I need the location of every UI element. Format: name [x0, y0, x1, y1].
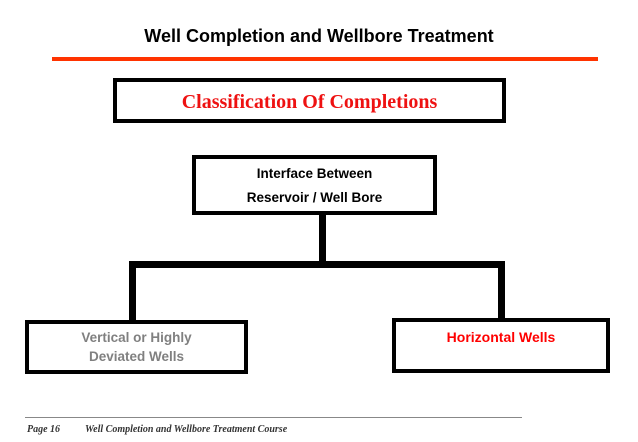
footer-divider-rule	[25, 417, 522, 418]
vertical-deviated-wells-box: Vertical or Highly Deviated Wells	[25, 320, 248, 374]
vertical-deviated-wells-label-line1: Vertical or Highly	[81, 330, 192, 345]
classification-box: Classification Of Completions	[113, 78, 506, 123]
interface-box-label-line2: Reservoir / Well Bore	[246, 190, 383, 205]
connector-horizontal-bar	[129, 261, 505, 268]
footer-course-label: Well Completion and Wellbore Treatment C…	[85, 424, 288, 435]
footer-page-number: Page 16	[27, 424, 61, 435]
classification-box-label: Classification Of Completions	[181, 91, 438, 113]
horizontal-wells-label: Horizontal Wells	[446, 329, 556, 345]
connector-drop-right	[498, 261, 505, 321]
horizontal-wells-box: Horizontal Wells	[392, 318, 610, 373]
title-divider-rule	[52, 57, 598, 61]
connector-drop-left	[129, 261, 136, 323]
vertical-deviated-wells-label-line2: Deviated Wells	[88, 349, 185, 364]
connector-stem-vertical	[319, 215, 326, 267]
interface-box: Interface Between Reservoir / Well Bore	[192, 155, 437, 215]
page-title: Well Completion and Wellbore Treatment	[144, 26, 494, 46]
interface-box-label-line1: Interface Between	[256, 166, 373, 181]
